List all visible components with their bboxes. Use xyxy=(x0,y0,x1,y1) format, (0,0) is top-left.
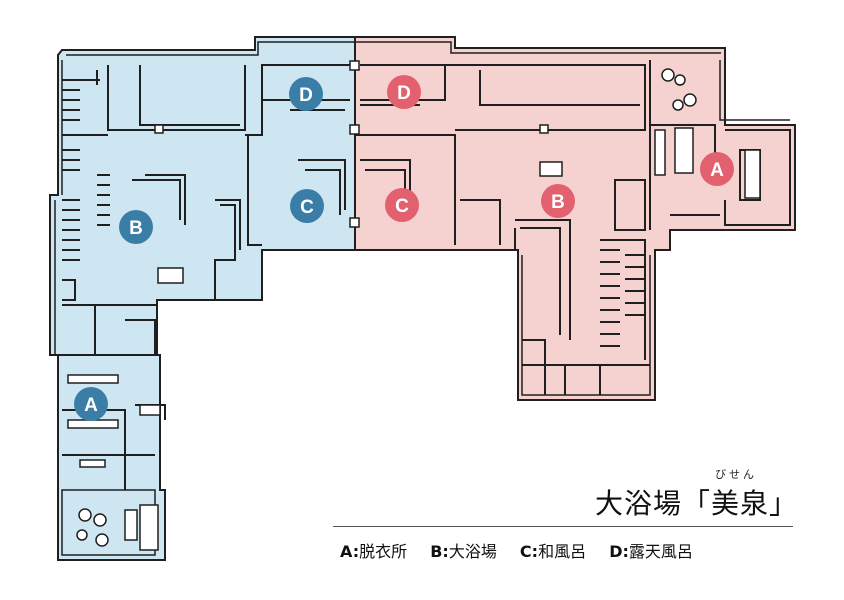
legend-item-b: B:大浴場 xyxy=(430,542,497,561)
mens-marker-c-label: C xyxy=(300,197,314,218)
womens-marker-b-label: B xyxy=(551,192,565,213)
title-block: びせん 大浴場「美泉」 xyxy=(595,466,810,526)
legend-item-d: D:露天風呂 xyxy=(609,542,693,561)
mens-interior-walls xyxy=(58,64,350,490)
furniture xyxy=(67,68,761,551)
womens-markers: D C B A xyxy=(385,75,734,222)
title-ruby: びせん xyxy=(715,468,757,481)
mens-marker-a: A xyxy=(74,387,108,421)
legend-item-c: C:和風呂 xyxy=(519,542,587,561)
womens-marker-c: C xyxy=(385,188,419,222)
mens-marker-b: B xyxy=(119,210,153,244)
womens-marker-a: A xyxy=(700,152,734,186)
mens-bath-zone xyxy=(49,36,356,561)
womens-marker-b: B xyxy=(541,184,575,218)
womens-marker-d: D xyxy=(387,75,421,109)
mens-marker-c: C xyxy=(290,189,324,223)
legend-item-a: A:脱衣所 xyxy=(340,542,408,561)
outer-walls xyxy=(54,41,790,556)
title-divider xyxy=(333,526,793,527)
mens-marker-d-label: D xyxy=(299,85,313,106)
mens-marker-a-label: A xyxy=(84,395,98,416)
mens-markers: D C B A xyxy=(74,77,324,421)
womens-marker-a-label: A xyxy=(710,160,724,181)
column-posts xyxy=(154,60,563,228)
womens-bath-zone xyxy=(354,36,796,401)
womens-marker-c-label: C xyxy=(395,196,409,217)
locker-rows xyxy=(62,70,645,347)
womens-interior-walls xyxy=(355,60,791,395)
mens-marker-d: D xyxy=(289,77,323,111)
legend: A:脱衣所 B:大浴場 C:和風呂 D:露天風呂 xyxy=(340,538,711,562)
page-title: 大浴場「美泉」 xyxy=(595,487,799,520)
womens-marker-d-label: D xyxy=(397,83,411,104)
mens-marker-b-label: B xyxy=(129,218,143,239)
